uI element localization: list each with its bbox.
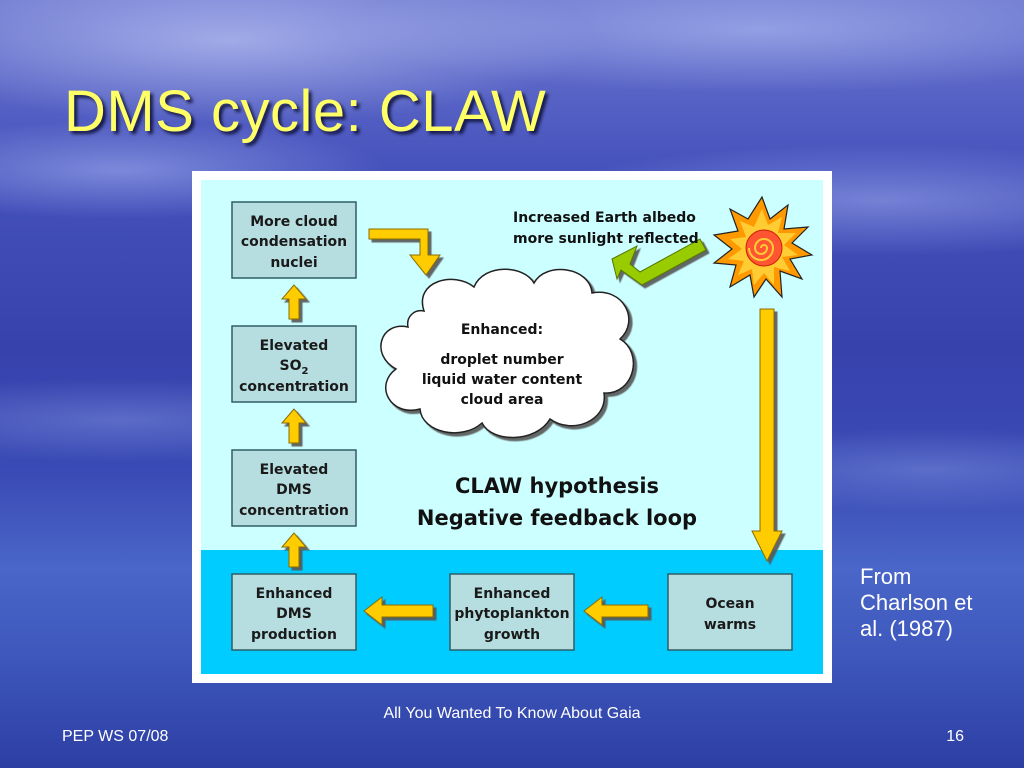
svg-text:DMS: DMS [276, 606, 312, 622]
box-elevated-so2: Elevated SO2 concentration [231, 325, 357, 403]
box-dms-prod-line3: production [251, 627, 337, 643]
box-phyto-line1: Enhanced [474, 586, 551, 602]
citation-text: From Charlson et al. (1987) [860, 564, 973, 641]
svg-text:More cloud: More cloud [250, 214, 338, 230]
arrow-down-sun-to-ocean [751, 308, 783, 563]
svg-text:SO2: SO2 [280, 358, 309, 377]
arrow-left-phyto-to-production [363, 595, 434, 627]
box-elevated-dms: Elevated DMS concentration [231, 449, 357, 527]
box-dms-conc-line1: Elevated [260, 462, 329, 478]
svg-text:Enhanced: Enhanced [256, 586, 333, 602]
claw-diagram-figure: More cloud condensation nuclei Elevated … [192, 171, 832, 683]
svg-text:warms: warms [704, 617, 756, 633]
footer-page-number: 16 [946, 728, 964, 745]
svg-text:Elevated: Elevated [260, 462, 329, 478]
footer-title: All You Wanted To Know About Gaia [383, 705, 641, 722]
box-dms-prod-line2: DMS [276, 606, 312, 622]
arrow-left-ocean-to-phyto [583, 595, 649, 627]
box-enhanced-dms-production: Enhanced DMS production [231, 573, 357, 651]
svg-text:production: production [251, 627, 337, 643]
svg-text:growth: growth [484, 627, 540, 643]
box-more-ccn-line3: nuclei [270, 255, 317, 271]
cloud-item-liquid-water: liquid water content [422, 372, 583, 388]
box-more-ccn-line1: More cloud [250, 214, 338, 230]
box-dms-conc-line2: DMS [276, 482, 312, 498]
box-more-ccn: More cloud condensation nuclei [231, 201, 357, 279]
svg-text:condensation: condensation [241, 234, 347, 250]
hypothesis-subtitle: Negative feedback loop [417, 506, 697, 530]
box-phyto-line2: phytoplankton [454, 606, 569, 622]
box-enhanced-phytoplankton: Enhanced phytoplankton growth [449, 573, 575, 651]
albedo-line1: Increased Earth albedo [513, 210, 696, 226]
svg-text:concentration: concentration [239, 379, 349, 395]
svg-text:DMS: DMS [276, 482, 312, 498]
arrow-up-so2-to-ccn [280, 284, 308, 320]
box-ocean-warms: Ocean warms [667, 573, 793, 651]
box-so2-subscript: 2 [302, 366, 309, 377]
svg-text:Elevated: Elevated [260, 338, 329, 354]
cloud-heading: Enhanced: [461, 322, 543, 338]
claw-diagram: More cloud condensation nuclei Elevated … [201, 180, 823, 674]
svg-text:Enhanced: Enhanced [474, 586, 551, 602]
slide-title: DMS cycle: CLAW [64, 79, 547, 144]
albedo-line2: more sunlight reflected [513, 231, 699, 247]
svg-text:phytoplankton: phytoplankton [454, 606, 569, 622]
box-phyto-line3: growth [484, 627, 540, 643]
box-dms-prod-line1: Enhanced [256, 586, 333, 602]
cloud-shape [380, 268, 635, 439]
svg-text:concentration: concentration [239, 503, 349, 519]
cloud-item-droplets: droplet number [440, 352, 563, 368]
arrow-up-production-to-dms [280, 532, 308, 568]
cloud-item-cloud-area: cloud area [461, 392, 544, 408]
box-ocean-line2: warms [704, 617, 756, 633]
svg-text:Ocean: Ocean [705, 596, 754, 612]
box-so2-line1: Elevated [260, 338, 329, 354]
svg-text:nuclei: nuclei [270, 255, 317, 271]
box-so2-line3: concentration [239, 379, 349, 395]
sun-icon [712, 195, 814, 299]
arrow-up-dms-to-so2 [280, 408, 308, 444]
box-more-ccn-line2: condensation [241, 234, 347, 250]
footer-course: PEP WS 07/08 [62, 728, 169, 745]
box-dms-conc-line3: concentration [239, 503, 349, 519]
arrow-bent-ccn-to-cloud [368, 228, 441, 276]
arrow-reflected-sunlight [611, 238, 707, 286]
hypothesis-title: CLAW hypothesis [455, 474, 659, 498]
box-so2-formula: SO [280, 358, 302, 374]
box-ocean-line1: Ocean [705, 596, 754, 612]
